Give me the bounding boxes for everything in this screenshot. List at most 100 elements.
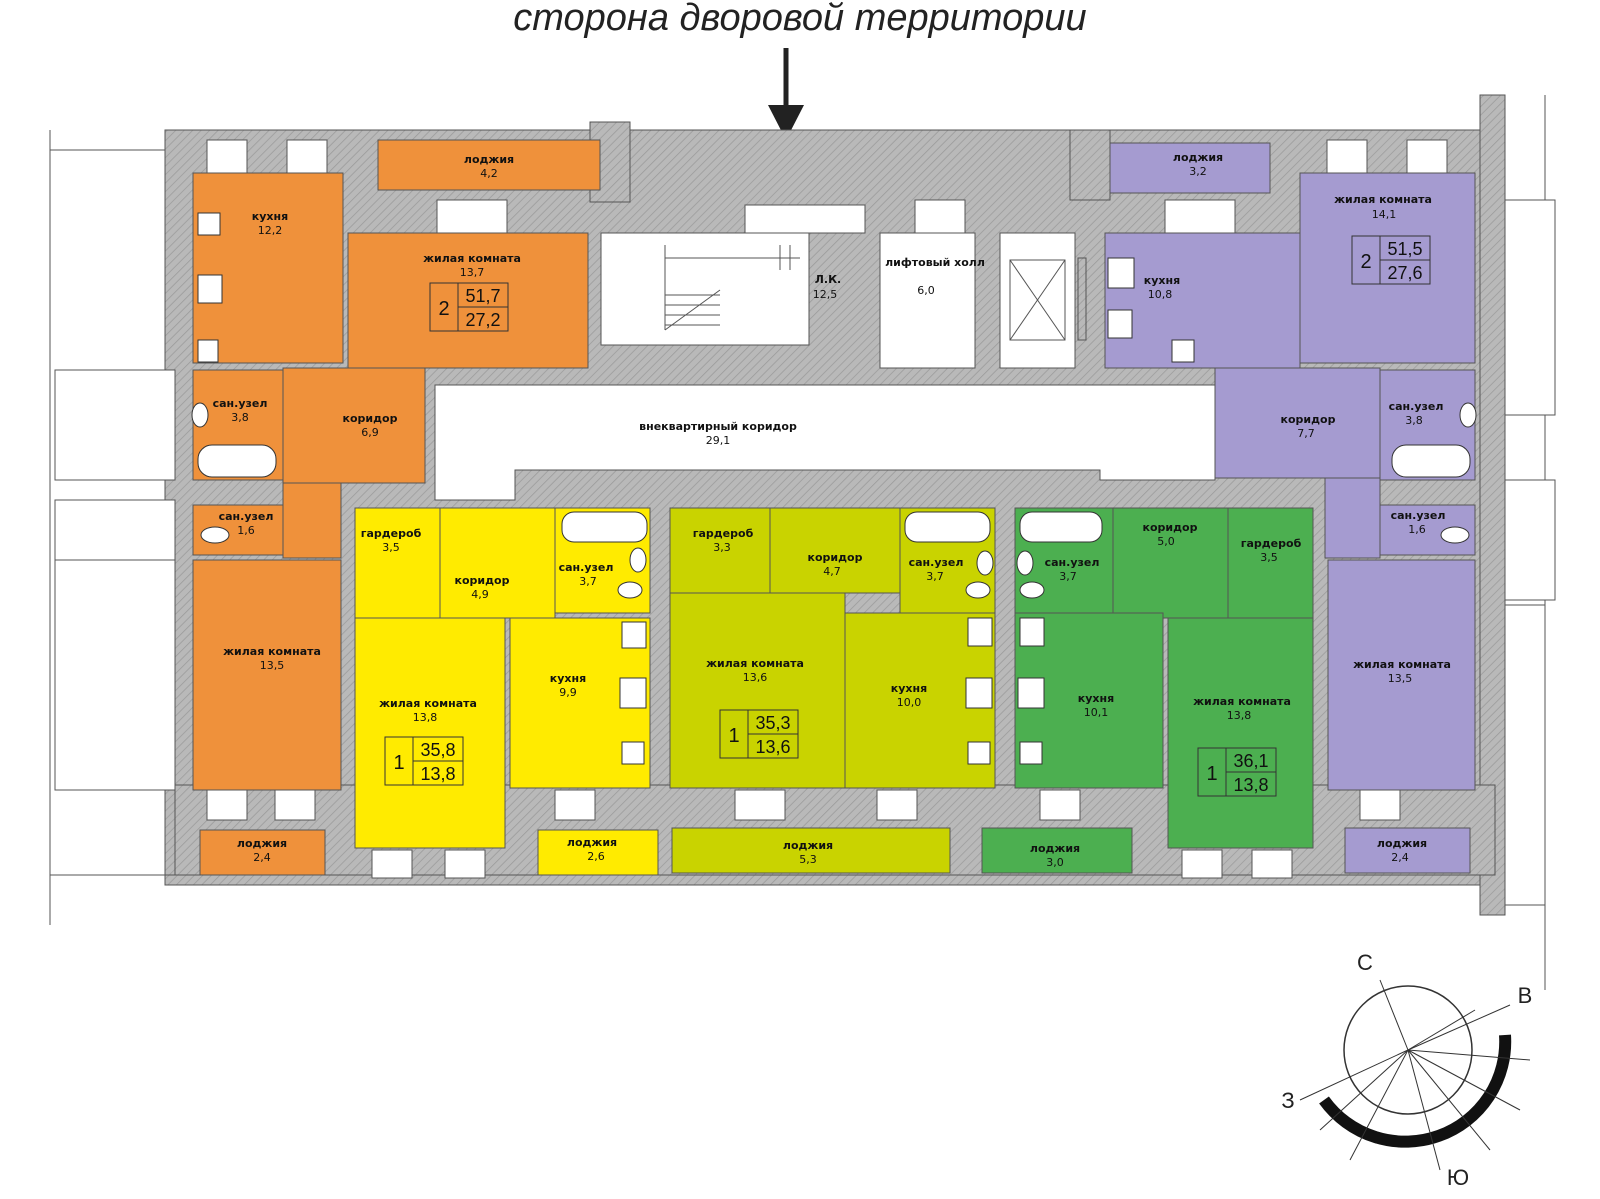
- room-area: 3,0: [1046, 856, 1064, 869]
- room-area: 10,8: [1148, 288, 1173, 301]
- room-label: лифтовый холл: [885, 256, 985, 269]
- room-label: жилая комната: [379, 697, 477, 710]
- living-room: [347, 232, 589, 369]
- sink-icon: [967, 741, 991, 765]
- room-label: кухня: [1144, 274, 1180, 287]
- common-area: Л.К. 12,5 лифтовый холл 6,0 внеквартирны…: [434, 204, 1216, 501]
- room-label: лоджия: [783, 839, 833, 852]
- apartment-badge: 1 36,1 13,8: [1197, 747, 1277, 797]
- room-label: сан.узел: [1389, 400, 1444, 413]
- fridge-icon: [1107, 309, 1133, 339]
- right-neighbour-section: [1504, 95, 1556, 990]
- yard-side-title: сторона дворовой территории: [513, 0, 1086, 39]
- room-label: лоджия: [237, 837, 287, 850]
- room-label: коридор: [808, 551, 863, 564]
- room-area: 13,6: [743, 671, 768, 684]
- room-label: кухня: [891, 682, 927, 695]
- room-label: лоджия: [567, 836, 617, 849]
- staircase: [600, 232, 810, 346]
- room-label: кухня: [252, 210, 288, 223]
- sink-icon: [1019, 741, 1043, 765]
- loggia: [537, 829, 659, 876]
- bathtub-icon: [904, 511, 991, 543]
- room-area: 13,8: [413, 711, 438, 724]
- room-area: 13,5: [260, 659, 285, 672]
- room-area: 4,7: [823, 565, 841, 578]
- room-label: сан.узел: [559, 561, 614, 574]
- wardrobe: [669, 507, 771, 594]
- room-label: жилая комната: [423, 252, 521, 265]
- washbasin-icon: [629, 547, 647, 573]
- living-room: [192, 559, 342, 791]
- living-room: [1327, 559, 1476, 791]
- apartment-rooms: 2: [1360, 251, 1371, 273]
- room-label: сан.узел: [213, 397, 268, 410]
- bathtub-icon: [561, 511, 648, 543]
- apartment-rooms: 2: [438, 298, 449, 320]
- loggia: [671, 827, 951, 874]
- washbasin-icon: [1459, 402, 1477, 428]
- sink-icon: [621, 741, 645, 765]
- loggia: [981, 827, 1133, 874]
- room-label: гардероб: [693, 527, 754, 540]
- room-area: 13,5: [1388, 672, 1413, 685]
- fridge-icon: [621, 621, 647, 649]
- corridor: [282, 367, 426, 484]
- stove-icon: [197, 274, 223, 304]
- room-area: 3,3: [713, 541, 731, 554]
- room-area: 14,1: [1372, 208, 1397, 221]
- apartment-green: сан.узел 3,7 коридор 5,0 гардероб 3,5 ку…: [981, 507, 1314, 874]
- apartment-rooms: 1: [393, 752, 404, 774]
- room-label: жилая комната: [1353, 658, 1451, 671]
- room-area: 2,6: [587, 850, 605, 863]
- room-area: 5,3: [799, 853, 817, 866]
- apartment-living-area: 27,2: [465, 310, 500, 330]
- room-label: кухня: [550, 672, 586, 685]
- sink-icon: [197, 212, 221, 236]
- apartment-badge: 2 51,5 27,6: [1351, 235, 1431, 285]
- apartment-rooms: 1: [728, 725, 739, 747]
- room-label: гардероб: [361, 527, 422, 540]
- room-label: жилая комната: [706, 657, 804, 670]
- corridor: [439, 507, 556, 619]
- stairs-icon: [664, 245, 800, 331]
- apartment-rooms: 1: [1206, 763, 1217, 785]
- room-label: сан.узел: [909, 556, 964, 569]
- apartment-living-area: 13,6: [755, 737, 790, 757]
- apartment-living-area: 13,8: [420, 764, 455, 784]
- windows: [206, 139, 1448, 879]
- room-label: коридор: [343, 412, 398, 425]
- living-room: [1299, 172, 1476, 364]
- apartment-yellow: гардероб 3,5 коридор 4,9 сан.узел 3,7 жи…: [354, 507, 659, 876]
- toilet-icon: [1440, 526, 1470, 544]
- living-room: [669, 592, 846, 789]
- toilet-icon: [617, 581, 643, 599]
- toilet-icon: [965, 581, 991, 599]
- apartment-badge: 1 35,8 13,8: [384, 736, 464, 786]
- room-label: сан.узел: [1391, 509, 1446, 522]
- room-label: гардероб: [1241, 537, 1302, 550]
- apartment-purple: лоджия 3,2 жилая комната 14,1 кухня 10,8…: [1104, 142, 1477, 874]
- room-area: 7,7: [1297, 427, 1315, 440]
- elevator-icon: [1009, 257, 1087, 341]
- room-area: 3,5: [1260, 551, 1278, 564]
- room-label: жилая комната: [1193, 695, 1291, 708]
- sink-icon: [1171, 339, 1195, 363]
- loggia: [1109, 142, 1271, 194]
- loggia: [377, 139, 601, 191]
- yard-direction-arrow: [768, 48, 804, 140]
- room-area: 6,9: [361, 426, 379, 439]
- wardrobe: [354, 507, 441, 619]
- fridge-icon: [197, 339, 219, 363]
- room-area: 1,6: [237, 524, 255, 537]
- room-label: лоджия: [1173, 151, 1223, 164]
- corridor: [769, 507, 901, 594]
- room-area: 5,0: [1157, 535, 1175, 548]
- compass-rose: С В З Ю: [1281, 950, 1532, 1190]
- apartment-badge: 1 35,3 13,6: [719, 709, 799, 759]
- room-area: 13,7: [460, 266, 485, 279]
- bathtub-icon: [1019, 511, 1103, 543]
- room-label: Л.К.: [815, 273, 842, 286]
- bathtub-icon: [197, 444, 277, 478]
- room-area: 6,0: [917, 284, 935, 297]
